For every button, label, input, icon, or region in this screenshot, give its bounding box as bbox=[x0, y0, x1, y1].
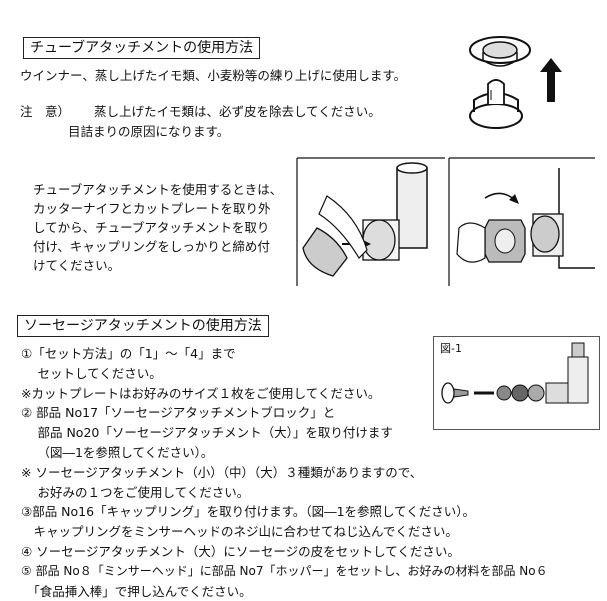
step-line: （図―1を参照してください）。 bbox=[21, 444, 214, 460]
tube-instruction: チューブアタッチメントを使用するときは、 カッターナイフとカットプレートを取り外… bbox=[33, 180, 282, 275]
step-line: セットしてください。 bbox=[21, 365, 162, 381]
step-line: ④ ソーセージアタッチメント（大）にソーセージの皮をセットしてください。 bbox=[21, 543, 460, 559]
step-line: 部品 No20「ソーセージアタッチメント（大）」を取り付けます bbox=[21, 425, 393, 441]
step-line: ①「セット方法」の「1」～「4」まで bbox=[21, 346, 236, 361]
instruction-line: 付け、キャップリングをしっかりと締め付 bbox=[33, 239, 270, 254]
tube-attach-illustration-left bbox=[296, 157, 445, 286]
up-arrow-icon bbox=[540, 58, 562, 102]
caution-label: 注 意） bbox=[20, 104, 71, 119]
step-line: ※ ソーセージアタッチメント（小）（中）（大）３種類がありますので、 bbox=[21, 464, 423, 480]
step-line: ⑤ 部品 No８「ミンサーヘッド」に部品 No7「ホッパー」をセットし、お好みの… bbox=[21, 563, 548, 578]
sausage-parts-diagram bbox=[441, 342, 589, 404]
step-line: お好みの１つをご使用してください。 bbox=[21, 484, 250, 500]
step-line: ※カットプレートはお好みのサイズ１枚をご使用してください。 bbox=[21, 385, 381, 401]
figure-1: 図-1 bbox=[433, 336, 600, 430]
caution-text-1: 蒸し上げたイモ類は、必ず皮を除去してください。 bbox=[94, 104, 381, 119]
instruction-line: カッターナイフとカットプレートを取り外 bbox=[33, 201, 271, 216]
caution-text-2: 目詰まりの原因になります。 bbox=[68, 124, 230, 139]
tube-attach-illustration-right bbox=[448, 157, 595, 286]
instruction-line: してから、チューブアタッチメントを取り bbox=[33, 220, 270, 235]
figure-label: 図-1 bbox=[440, 342, 462, 355]
tube-section-title: チューブアタッチメントの使用方法 bbox=[23, 37, 261, 59]
tube-usage-text: ウインナー、蒸し上げたイモ類、小麦粉等の練り上げに使用します。 bbox=[20, 68, 407, 83]
step-line: 「食品挿入棒」で押し込んでください。 bbox=[21, 583, 252, 599]
attachment-parts-icon bbox=[469, 36, 531, 129]
sausage-section-title: ソーセージアタッチメントの使用方法 bbox=[17, 315, 269, 337]
instruction-line: けてください。 bbox=[33, 258, 121, 273]
instruction-line: チューブアタッチメントを使用するときは、 bbox=[33, 182, 283, 197]
step-line: キャップリングをミンサーヘッドのネジ山に合わせてねじ込んでください。 bbox=[21, 524, 458, 540]
step-line: ② 部品 No17「ソーセージアタッチメントブロック」と bbox=[21, 405, 336, 421]
step-line: ③部品 No16「キャップリング」を取り付けます。（図―1を参照してください）。 bbox=[21, 504, 476, 520]
sausage-steps: ①「セット方法」の「1」～「4」まで セットしてください。 ※カットプレートはお… bbox=[21, 344, 548, 601]
